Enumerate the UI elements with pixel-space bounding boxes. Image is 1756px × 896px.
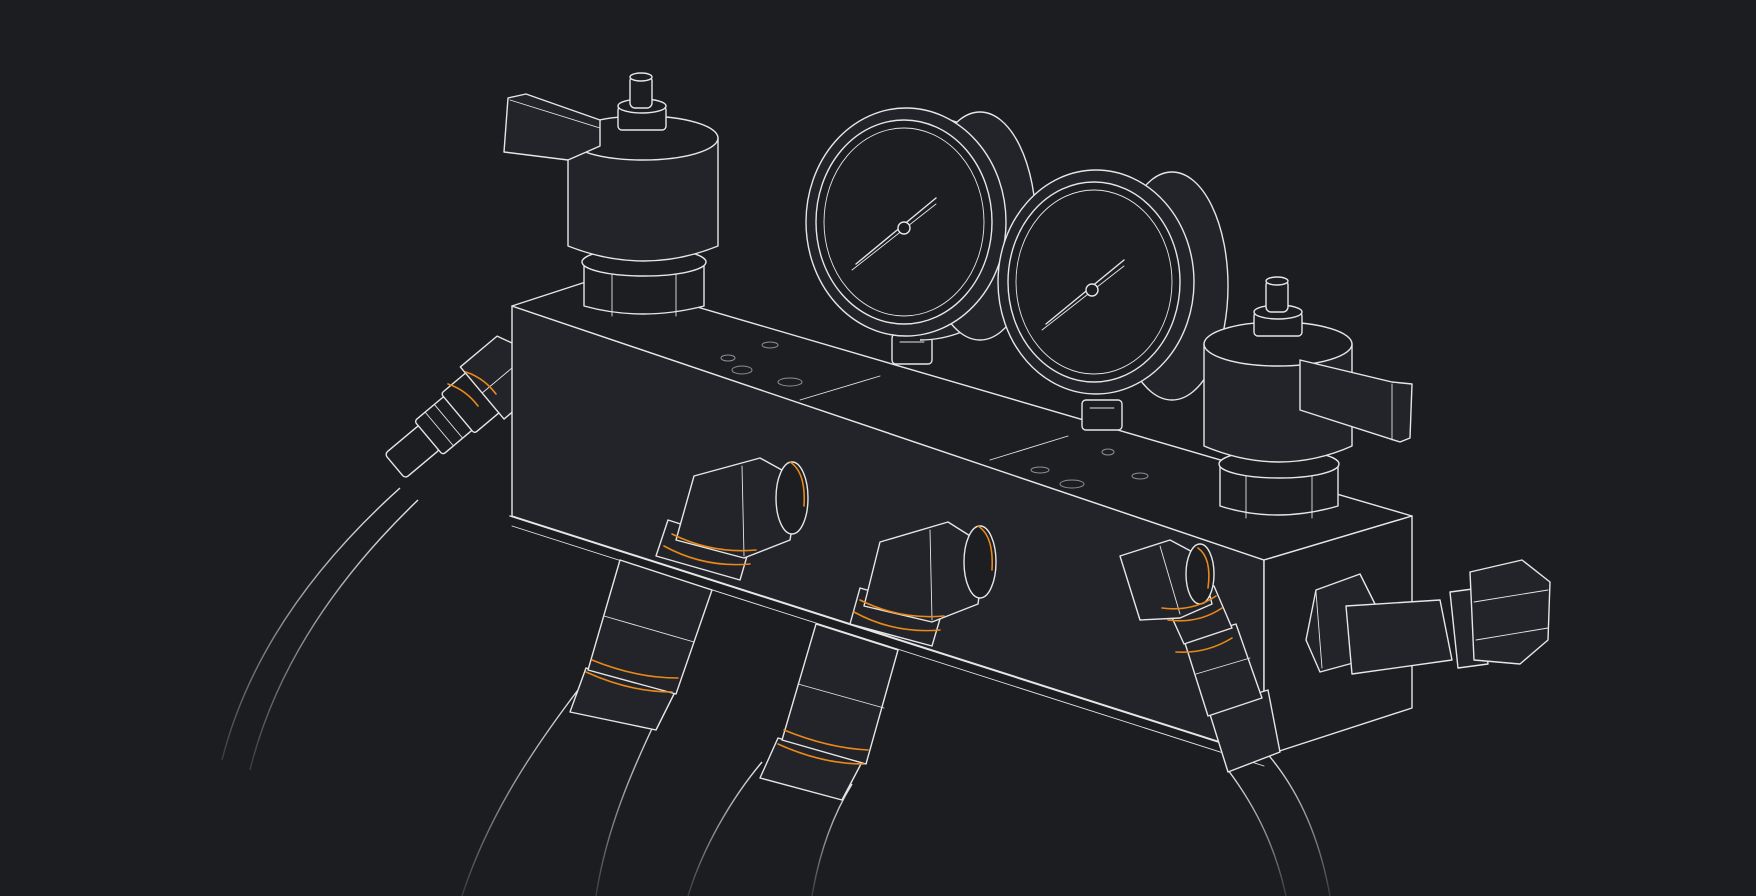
orange-ring — [1161, 595, 1217, 610]
elbow-fitting — [1305, 559, 1551, 675]
left-gauge-needle — [855, 197, 937, 265]
condensation-marks — [720, 341, 1149, 489]
right-valve — [1203, 276, 1413, 519]
orange-ring — [671, 533, 757, 552]
left-valve — [503, 72, 719, 317]
hose-right — [1119, 539, 1331, 896]
hose-center — [687, 521, 997, 896]
left-valve-handle — [503, 93, 601, 161]
left-pressure-gauge — [805, 107, 1037, 365]
orange-ring — [447, 383, 479, 407]
right-valve-handle — [1299, 359, 1413, 443]
right-pressure-gauge — [997, 169, 1229, 431]
hose-center-left — [461, 457, 809, 896]
right-gauge-needle — [1045, 259, 1125, 325]
orange-ring — [859, 599, 945, 618]
